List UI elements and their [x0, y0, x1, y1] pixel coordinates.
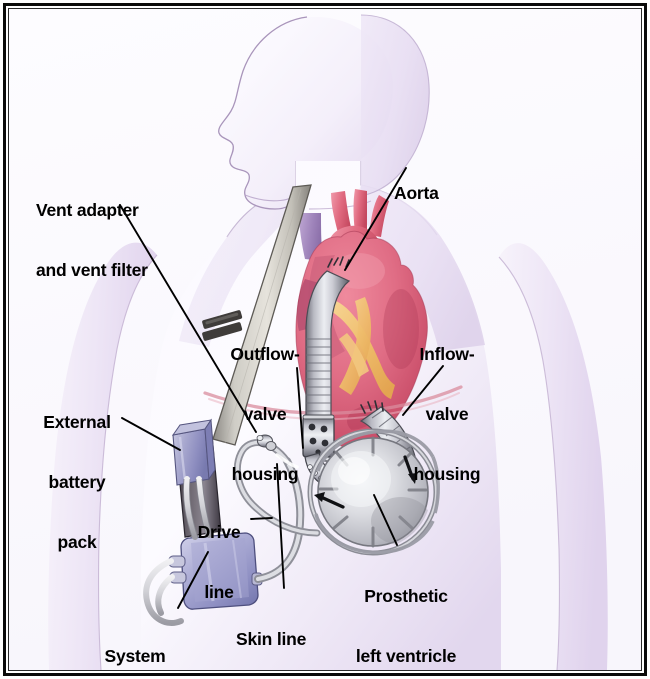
head-profile [218, 14, 430, 210]
label-skin-line1: Skin line [236, 629, 307, 649]
leader-skin-line [276, 463, 285, 589]
label-inflow-line2: valve [425, 404, 469, 424]
label-system-controller-line1: System [104, 646, 166, 666]
leader-inflow [402, 365, 444, 416]
leader-lines [119, 167, 444, 609]
brachiocephalic-branch [331, 191, 353, 237]
label-aorta-line1: Aorta [394, 183, 439, 203]
carotid-branch [353, 189, 367, 233]
prosthetic-left-ventricle [307, 428, 440, 556]
label-prosthetic-left-ventricle: Prosthetic left ventricle [342, 546, 470, 679]
leader-outflow [296, 367, 304, 449]
label-inflow-line1: Inflow- [419, 344, 475, 364]
coronary-fat-branch [339, 297, 372, 395]
label-outflow-line2: valve [243, 404, 287, 424]
anatomy-device-artwork [9, 9, 641, 670]
label-skin-line: Skin line [236, 589, 306, 679]
controller-cables [143, 476, 212, 626]
outflow-valve-block [302, 414, 335, 458]
head-back-mass [361, 15, 430, 195]
label-aorta: Aorta [394, 143, 439, 243]
leader-vent-adapter [119, 204, 257, 433]
label-battery-line3: pack [57, 532, 97, 552]
diaphragm-line-shadow [208, 392, 460, 421]
skin-entry-highlight [275, 453, 299, 469]
system-controller[interactable] [168, 532, 263, 610]
strap-buckle [202, 310, 243, 341]
label-vent-adapter-line1: Vent adapter [36, 200, 139, 220]
leader-system-controller [177, 551, 209, 609]
label-outflow-line1: Outflow- [230, 344, 300, 364]
shoulder-strap [202, 184, 312, 446]
right-arm [498, 243, 608, 670]
figure-outer-border [3, 3, 647, 676]
left-arm [48, 242, 158, 670]
label-prosthetic-line1: Prosthetic [364, 586, 448, 606]
label-inflow-line3: housing [413, 464, 481, 484]
label-battery-line1: External [43, 412, 111, 432]
label-vent-adapter: Vent adapter and vent filter [36, 160, 148, 320]
label-drive-line2: line [204, 582, 234, 602]
label-prosthetic-line2: left ventricle [355, 646, 457, 666]
aortic-anastomosis-sutures [327, 256, 350, 268]
left-shoulder-shading [179, 187, 295, 347]
coronary-fat-small [339, 333, 369, 377]
controller-cables-outline [183, 478, 213, 539]
right-shoulder-shading [353, 185, 485, 351]
label-drive-line: Drive line [190, 482, 248, 642]
vent-line [234, 434, 321, 537]
leader-aorta [344, 167, 407, 271]
flow-arrow-outflow [314, 492, 345, 509]
coronary-fat-main [325, 297, 395, 399]
leader-battery [121, 417, 181, 451]
leader-prosthetic [373, 494, 398, 546]
leader-drive-line [250, 517, 273, 520]
body-group [48, 14, 608, 670]
label-vent-adapter-line2: and vent filter [36, 260, 148, 280]
label-battery-line2: battery [48, 472, 106, 492]
flow-arrow-inflow [403, 455, 417, 484]
label-system-controller: System controller [80, 606, 190, 679]
label-outflow-valve-housing: Outflow- valve housing [222, 304, 308, 524]
label-drive-line1: Drive [197, 522, 241, 542]
label-outflow-line3: housing [231, 464, 299, 484]
vent-adapter-connector [256, 434, 277, 451]
label-external-battery-pack: External battery pack [36, 372, 118, 592]
label-inflow-valve-housing: Inflow- valve housing [405, 304, 489, 524]
battery-block [171, 418, 216, 486]
apex-anastomosis-sutures [360, 400, 384, 414]
illustration-canvas [9, 9, 641, 670]
